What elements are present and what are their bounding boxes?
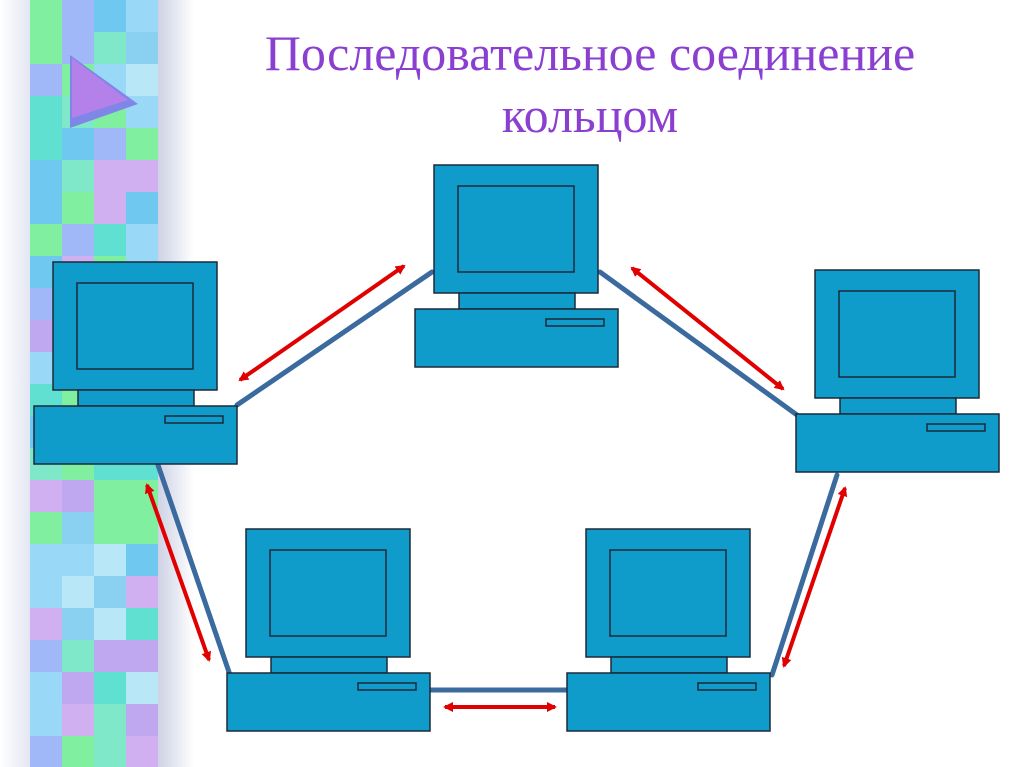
system-unit: [33, 405, 238, 465]
mosaic-tile: [126, 672, 158, 704]
mosaic-tile: [62, 128, 94, 160]
mosaic-tile: [30, 224, 62, 256]
monitor-stand: [458, 292, 576, 310]
drive-slot: [164, 415, 224, 424]
mosaic-tile: [62, 672, 94, 704]
mosaic-tile: [126, 736, 158, 767]
mosaic-tile: [30, 480, 62, 512]
mosaic-tile: [30, 544, 62, 576]
mosaic-tile: [30, 128, 62, 160]
mosaic-tile: [126, 224, 158, 256]
mosaic-tile: [126, 0, 158, 32]
drive-slot: [926, 423, 986, 432]
mosaic-tile: [30, 640, 62, 672]
mosaic-tile: [94, 640, 126, 672]
cable-right-bottomright: [769, 472, 840, 678]
mosaic-tile: [30, 576, 62, 608]
left-edge-gradient: [0, 0, 30, 767]
mosaic-tile: [94, 544, 126, 576]
arrow-left-top: [238, 264, 406, 382]
monitor-stand: [270, 656, 388, 674]
monitor-stand: [77, 389, 195, 407]
mosaic-tile: [94, 672, 126, 704]
monitor-stand: [839, 397, 957, 415]
mosaic-tile: [62, 192, 94, 224]
computer-icon: [414, 164, 619, 368]
mosaic-tile: [94, 704, 126, 736]
mosaic-tile: [126, 160, 158, 192]
triangle-highlight: [72, 58, 128, 118]
system-unit: [414, 308, 619, 368]
mosaic-tile: [30, 32, 62, 64]
mosaic-tile: [62, 224, 94, 256]
mosaic-tile: [126, 192, 158, 224]
mosaic-tile: [94, 608, 126, 640]
mosaic-tile: [126, 128, 158, 160]
mosaic-tile: [126, 64, 158, 96]
arrow-top-right: [630, 266, 785, 391]
drive-slot: [357, 682, 417, 691]
computer-icon: [566, 528, 771, 732]
drive-slot: [697, 682, 757, 691]
mosaic-tile: [94, 0, 126, 32]
arrow-right-bottomright: [781, 486, 848, 668]
mosaic-tile: [94, 576, 126, 608]
cable-left-top: [234, 269, 435, 408]
mosaic-tile: [94, 224, 126, 256]
mosaic-tile: [62, 704, 94, 736]
mosaic-tile: [30, 672, 62, 704]
system-unit: [795, 413, 1000, 473]
mosaic-tile: [94, 480, 126, 512]
mosaic-tile: [94, 736, 126, 767]
mosaic-tile: [94, 128, 126, 160]
mosaic-tile: [94, 512, 126, 544]
monitor-screen: [269, 549, 387, 637]
mosaic-tile: [30, 736, 62, 767]
mosaic-tile: [30, 608, 62, 640]
mosaic-tile: [30, 64, 62, 96]
mosaic-tile: [62, 0, 94, 32]
mosaic-tile: [94, 160, 126, 192]
mosaic-tile: [126, 32, 158, 64]
mosaic-tile: [30, 704, 62, 736]
mosaic-tile: [62, 576, 94, 608]
mosaic-tile: [62, 480, 94, 512]
monitor-screen: [609, 549, 727, 637]
cable-bottomleft-left: [155, 462, 233, 678]
mosaic-tile: [30, 160, 62, 192]
slide-title: Последовательное соединение кольцом: [264, 25, 916, 143]
mosaic-tile: [94, 32, 126, 64]
monitor-screen: [76, 282, 194, 370]
mosaic-tile: [62, 160, 94, 192]
computer-icon: [795, 269, 1000, 473]
drive-slot: [545, 318, 605, 327]
computer-icon: [33, 261, 238, 465]
mosaic-tile: [62, 640, 94, 672]
monitor-screen: [457, 185, 575, 273]
cable-top-right: [597, 269, 800, 418]
mosaic-tile: [94, 192, 126, 224]
system-unit: [566, 672, 771, 732]
monitor-screen: [838, 290, 956, 378]
mosaic-tile: [30, 0, 62, 32]
mosaic-tile: [30, 192, 62, 224]
mosaic-tile: [30, 96, 62, 128]
mosaic-tile: [62, 512, 94, 544]
mosaic-tile: [30, 512, 62, 544]
mosaic-tile: [62, 32, 94, 64]
computer-icon: [226, 528, 431, 732]
arrow-bottomleft-left: [144, 483, 212, 662]
mosaic-tile: [62, 736, 94, 767]
monitor-stand: [610, 656, 728, 674]
system-unit: [226, 672, 431, 732]
mosaic-tile: [126, 704, 158, 736]
mosaic-tile: [62, 608, 94, 640]
mosaic-tile: [62, 544, 94, 576]
data-flow-arrows: [144, 264, 848, 712]
